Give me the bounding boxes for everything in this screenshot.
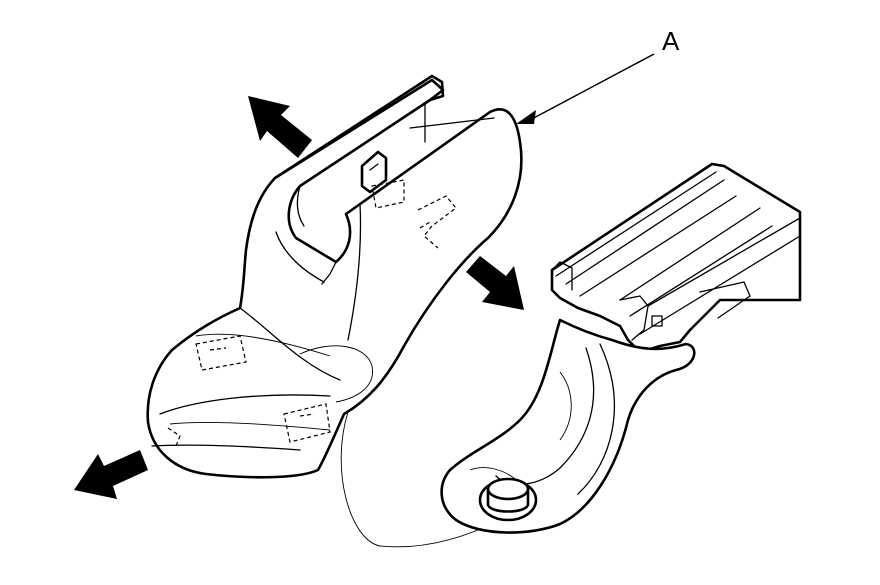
arrow-lower-right xyxy=(466,256,524,310)
seat-rail xyxy=(440,162,802,534)
arrow-lower-left xyxy=(74,450,148,499)
callout-label-a: A xyxy=(662,26,680,56)
callout-a-leader xyxy=(516,53,655,124)
arrow-upper-left xyxy=(248,96,312,158)
bolt xyxy=(478,477,538,522)
clip-bracket xyxy=(146,74,523,479)
guide-line xyxy=(340,411,501,548)
